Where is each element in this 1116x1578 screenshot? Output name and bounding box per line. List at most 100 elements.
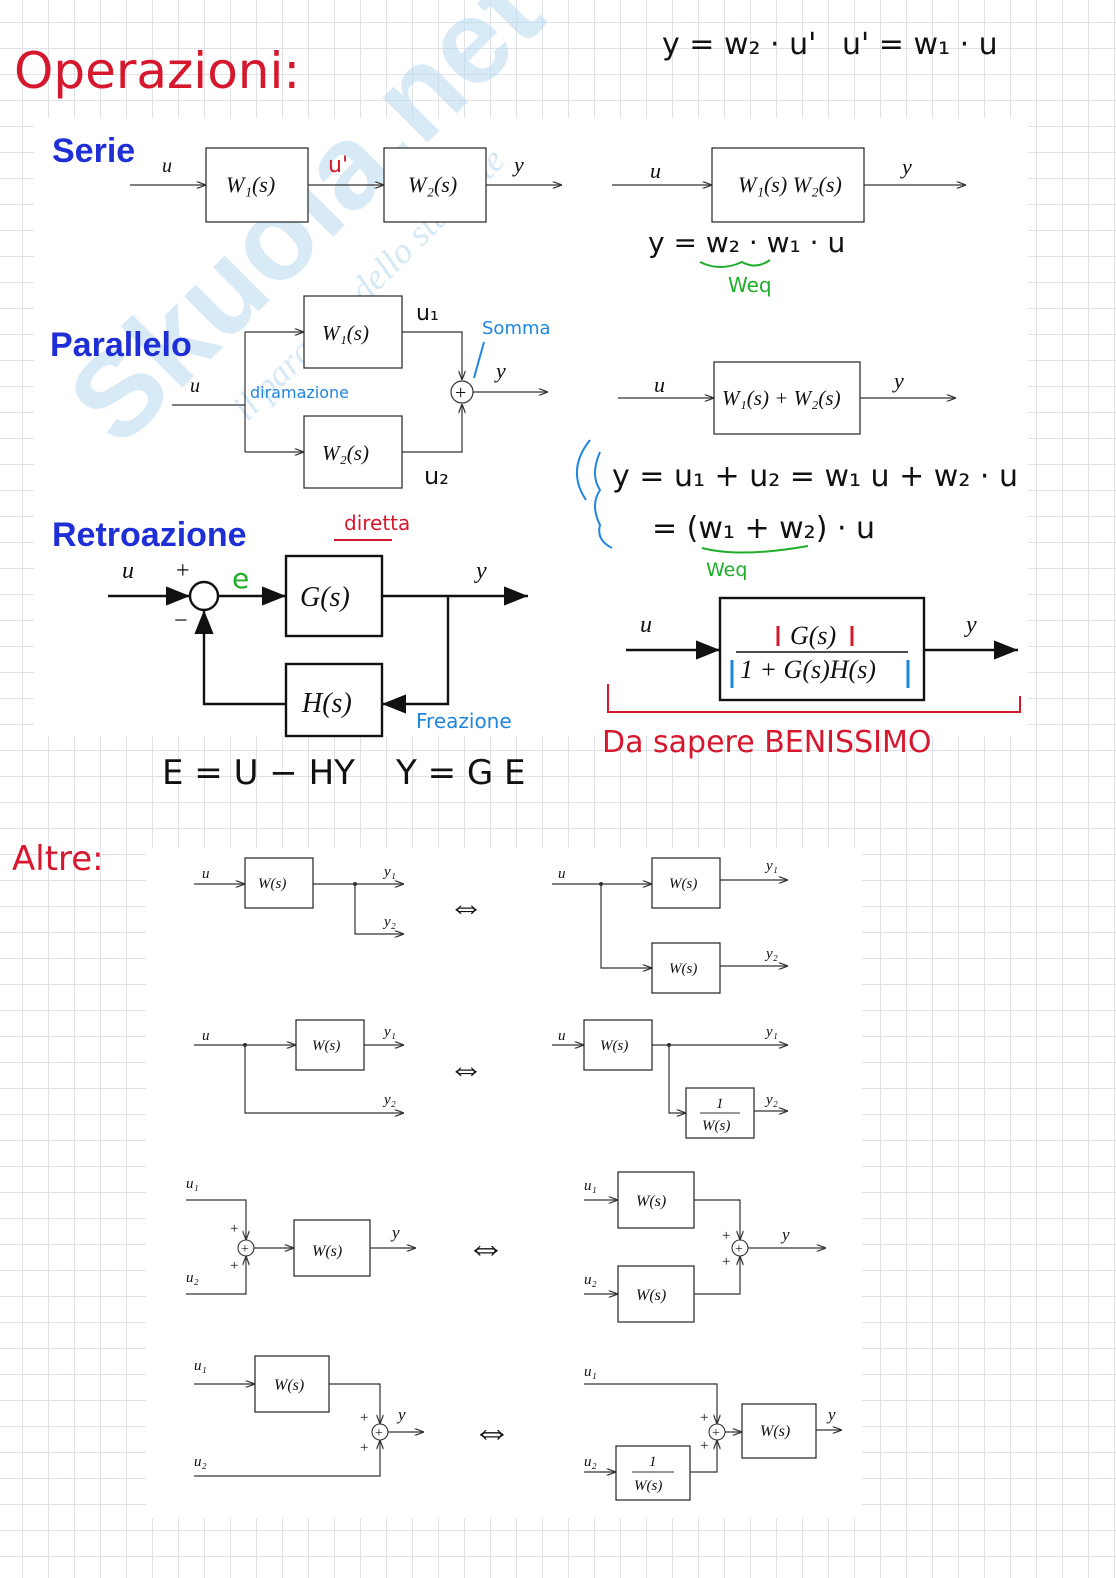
parallelo-output-label: y: [494, 358, 506, 383]
block: [651, 857, 721, 909]
arrow: [194, 1440, 380, 1477]
label: u₁: [194, 1358, 207, 1374]
equivalence-icon: ⇔: [466, 1224, 506, 1269]
sum-symbol: +: [712, 1426, 720, 1441]
retro-plus-sign: +: [176, 558, 190, 584]
arrow: [402, 331, 462, 380]
serie-eq-output-label: y: [900, 154, 912, 179]
parallelo-note-formula-2: = (w₁ + w₂) · u: [652, 511, 875, 546]
arrow: [690, 1440, 717, 1473]
serie-block-2: [383, 147, 487, 223]
altre-row-2: u W(s) y₁ y₂ ⇔ u W(s) 1 W(s) y₁ y₂: [194, 1019, 788, 1139]
sum-symbol: +: [735, 1242, 743, 1257]
parallelo-eq-block-label: W₁(s) + W₂(s): [722, 386, 841, 410]
parallelo-block-2: [303, 415, 403, 489]
label: y₁: [382, 1024, 396, 1040]
label: W(s): [760, 1423, 790, 1440]
label: y₁: [764, 858, 778, 874]
retro-output-label: y: [474, 558, 487, 584]
label: +: [700, 1410, 708, 1426]
note-diramazione: diramazione: [250, 383, 349, 402]
arrow: [186, 1199, 246, 1240]
serie-intermediate-label: u': [328, 153, 348, 178]
arrow: [694, 1199, 740, 1240]
label: y₂: [382, 1092, 396, 1108]
top-formula-2: u' = w₁ · u: [842, 27, 998, 62]
feedback-block: [284, 662, 384, 738]
note-important: Da sapere BENISSIMO: [602, 725, 931, 760]
label: W(s): [669, 961, 697, 977]
label: +: [230, 1258, 238, 1274]
parallelo-eq-output-label: y: [892, 368, 904, 393]
parallelo-eq-input-label: u: [654, 372, 665, 397]
arrow: [584, 1383, 717, 1424]
label: u: [558, 1028, 566, 1044]
label: +: [722, 1254, 730, 1270]
serie-eq-input-label: u: [650, 158, 661, 183]
label: u₂: [584, 1272, 597, 1288]
parallelo-out1-label: u₁: [416, 301, 439, 326]
label: W(s): [636, 1287, 666, 1304]
serie-section: Serie u W₁(s) u' W₂(s) y u W₁(s) W₂(s) y…: [52, 132, 966, 297]
serie-eq-block-label: W₁(s) W₂(s): [738, 172, 842, 197]
block: [651, 942, 721, 994]
label: W(s): [312, 1243, 342, 1260]
label: W(s): [312, 1038, 340, 1054]
label: W(s): [702, 1118, 730, 1134]
sum-symbol: +: [375, 1426, 383, 1441]
block: [254, 1355, 330, 1413]
top-formula-1: y = w₂ · u': [662, 27, 816, 62]
label: u: [202, 1028, 210, 1044]
serie-input-label: u: [162, 155, 172, 177]
label: y₂: [382, 914, 396, 930]
forward-block: [284, 554, 384, 638]
parallelo-note-weq: Weq: [706, 559, 747, 581]
label: y: [826, 1405, 836, 1424]
note-diretta: diretta: [344, 511, 410, 535]
label: +: [700, 1438, 708, 1454]
label: u₁: [584, 1364, 597, 1380]
label: u₂: [186, 1270, 199, 1286]
label: y: [390, 1223, 400, 1242]
label: W(s): [634, 1478, 662, 1494]
label: u₂: [584, 1454, 597, 1470]
arrow: [354, 884, 404, 934]
retro-note-formula-2: Y = G E: [395, 753, 526, 793]
block: [617, 1265, 695, 1323]
label: 1: [649, 1454, 657, 1470]
label: y₁: [382, 864, 396, 880]
arrow: [382, 596, 450, 714]
arrow: [329, 1383, 380, 1424]
arrow: [244, 1045, 404, 1113]
label: 1: [716, 1096, 724, 1112]
label: y₂: [764, 946, 778, 962]
serie-note-weq: Weq: [728, 273, 772, 297]
retro-eq-denominator: 1 + G(s)H(s): [740, 655, 876, 684]
parallelo-block-1-label: W₁(s): [322, 321, 369, 345]
serie-output-label: y: [512, 152, 524, 177]
retro-input-label: u: [122, 558, 134, 584]
inverse-block: [615, 1445, 691, 1501]
arrow: [402, 404, 462, 453]
label: u: [558, 866, 566, 882]
important-bracket: [607, 684, 1021, 713]
serie-block-2-label: W₂(s): [408, 172, 457, 197]
arrow: [194, 610, 286, 706]
retroazione-title: Retroazione: [52, 516, 247, 554]
arrow: [600, 884, 652, 968]
feedback-block-label: H(s): [301, 688, 352, 719]
label: y₁: [764, 1024, 778, 1040]
label: W(s): [274, 1377, 304, 1394]
serie-block-1: [205, 147, 309, 223]
parallelo-block-1: [303, 295, 403, 369]
serie-eq-block: [711, 147, 865, 223]
serie-note-formula: y = w₂ · w₁ · u: [648, 226, 845, 259]
label: W(s): [258, 876, 286, 892]
retro-eq-block: [718, 596, 926, 702]
serie-block-1-label: W₁(s): [226, 172, 275, 197]
label: u₂: [194, 1454, 207, 1470]
parallelo-input-label: u: [190, 375, 200, 397]
retro-eq-input-label: u: [640, 612, 652, 638]
label: u₁: [584, 1178, 597, 1194]
